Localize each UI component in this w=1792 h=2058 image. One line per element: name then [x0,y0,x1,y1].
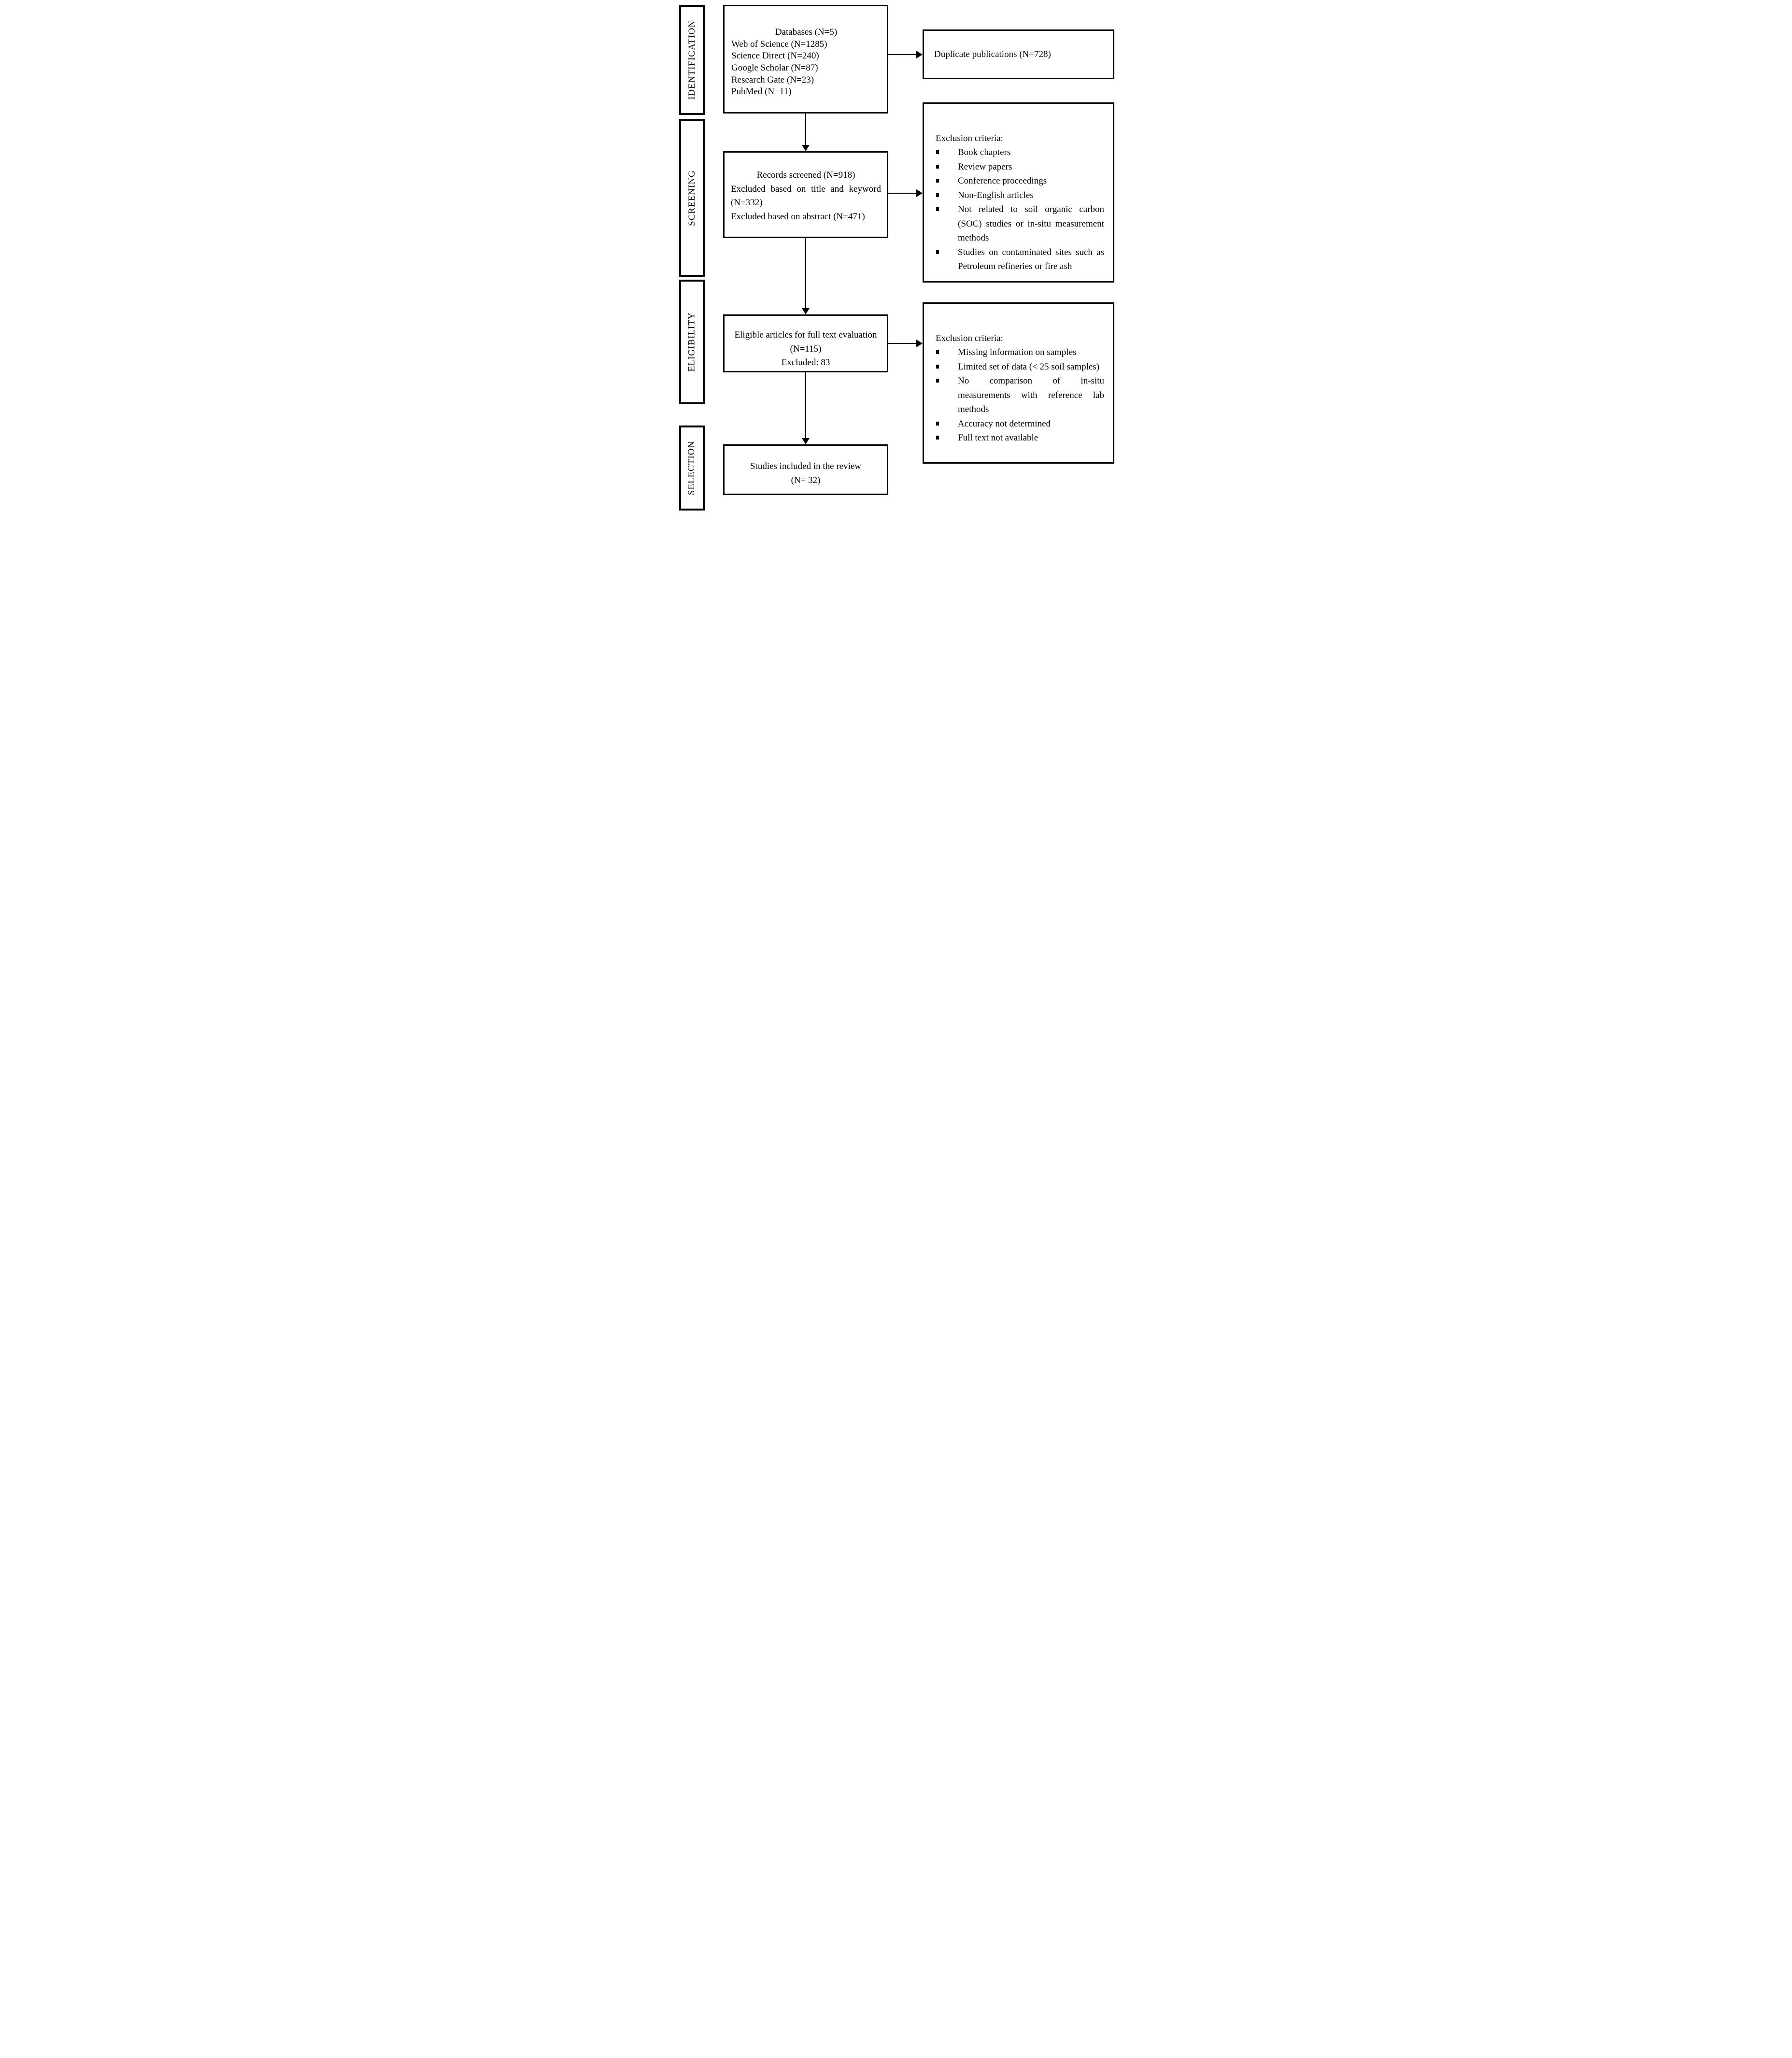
duplicates-text: Duplicate publications (N=728) [934,49,1051,59]
square-bullet-icon [936,193,939,197]
list-item: No comparison of in-situ measurements wi… [936,374,1104,416]
exclusion-criteria-box-eligibility: Exclusion criteria: Missing information … [923,302,1114,464]
connector-records-to-eligible [805,238,806,309]
connector-databases-to-records [805,114,806,146]
databases-title: Databases (N=5) [775,27,838,37]
square-bullet-icon [936,379,939,383]
arrow-right-icon [916,340,923,347]
stage-label-identification: IDENTIFICATION [679,5,705,115]
square-bullet-icon [936,164,939,169]
arrow-down-icon [802,308,810,314]
list-item: Book chapters [936,145,1104,159]
list-item: Accuracy not determined [936,417,1104,431]
databases-item: Web of Science (N=1285) [731,39,827,49]
stage-label-identification-text: IDENTIFICATION [686,20,697,99]
duplicate-publications-box: Duplicate publications (N=728) [923,29,1114,79]
included-line: Studies included in the review [750,461,862,471]
square-bullet-icon [936,436,939,440]
eligible-line: Eligible articles for full text evaluati… [734,330,877,340]
list-item-text: Full text not available [958,433,1038,443]
arrow-down-icon [802,145,810,151]
list-item-text: Studies on contaminated sites such as Pe… [958,247,1104,271]
arrow-right-icon [916,189,923,197]
stage-label-eligibility: ELIGIBILITY [679,280,705,404]
prisma-flow-diagram: IDENTIFICATION SCREENING ELIGIBILITY SEL… [672,0,1120,515]
exclusion2-heading: Exclusion criteria: [936,333,1003,343]
list-item-text: Accuracy not determined [958,418,1051,429]
databases-item: Research Gate (N=23) [731,74,814,85]
databases-item: Science Direct (N=240) [731,51,819,61]
stage-label-screening-text: SCREENING [686,170,697,226]
list-item-text: No comparison of in-situ measurements wi… [958,376,1104,415]
list-item-text: Review papers [958,161,1012,172]
stage-label-selection-text: SELECTION [686,440,697,496]
list-item: Studies on contaminated sites such as Pe… [936,245,1104,274]
list-item-text: Book chapters [958,147,1011,158]
stage-label-selection: SELECTION [679,426,705,511]
list-item-text: Conference proceedings [958,176,1047,186]
records-screened-box: Records screened (N=918) Excluded based … [723,151,888,238]
exclusion1-list: Book chapters Review papers Conference p… [936,145,1104,273]
databases-item: PubMed (N=11) [731,86,792,97]
list-item: Non-English articles [936,188,1104,202]
square-bullet-icon [936,207,939,212]
stage-label-eligibility-text: ELIGIBILITY [686,312,697,372]
list-item-text: Missing information on samples [958,347,1077,358]
included-count: (N= 32) [791,475,821,485]
list-item-text: Non-English articles [958,190,1034,200]
eligible-excluded-count: Excluded: 83 [781,357,830,368]
connector-records-to-exclusion1 [888,193,917,194]
list-item: Conference proceedings [936,174,1104,188]
list-item-text: Not related to soil organic carbon (SOC)… [958,204,1104,243]
square-bullet-icon [936,421,939,426]
databases-item: Google Scholar (N=87) [731,63,818,73]
databases-box: Databases (N=5) Web of Science (N=1285) … [723,5,888,114]
list-item: Missing information on samples [936,345,1104,359]
connector-eligible-to-included [805,372,806,439]
square-bullet-icon [936,250,939,254]
list-item: Not related to soil organic carbon (SOC)… [936,202,1104,245]
connector-databases-to-duplicates [888,54,917,55]
square-bullet-icon [936,350,939,355]
studies-included-box: Studies included in the review (N= 32) [723,444,888,495]
square-bullet-icon [936,150,939,155]
square-bullet-icon [936,179,939,183]
connector-eligible-to-exclusion2 [888,343,917,344]
list-item: Limited set of data (< 25 soil samples) [936,360,1104,374]
list-item: Review papers [936,160,1104,174]
eligible-articles-box: Eligible articles for full text evaluati… [723,314,888,372]
arrow-right-icon [916,51,923,58]
eligible-count: (N=115) [790,343,822,354]
records-excluded-title-keyword: Excluded based on title and keyword (N=3… [731,184,881,208]
stage-label-screening: SCREENING [679,119,705,277]
records-title: Records screened (N=918) [756,170,855,180]
exclusion-criteria-box-screening: Exclusion criteria: Book chapters Review… [923,102,1114,283]
list-item: Full text not available [936,431,1104,445]
list-item-text: Limited set of data (< 25 soil samples) [958,361,1100,372]
exclusion2-list: Missing information on samples Limited s… [936,345,1104,445]
square-bullet-icon [936,364,939,369]
exclusion1-heading: Exclusion criteria: [936,133,1003,143]
arrow-down-icon [802,438,810,444]
records-excluded-abstract: Excluded based on abstract (N=471) [731,211,865,222]
